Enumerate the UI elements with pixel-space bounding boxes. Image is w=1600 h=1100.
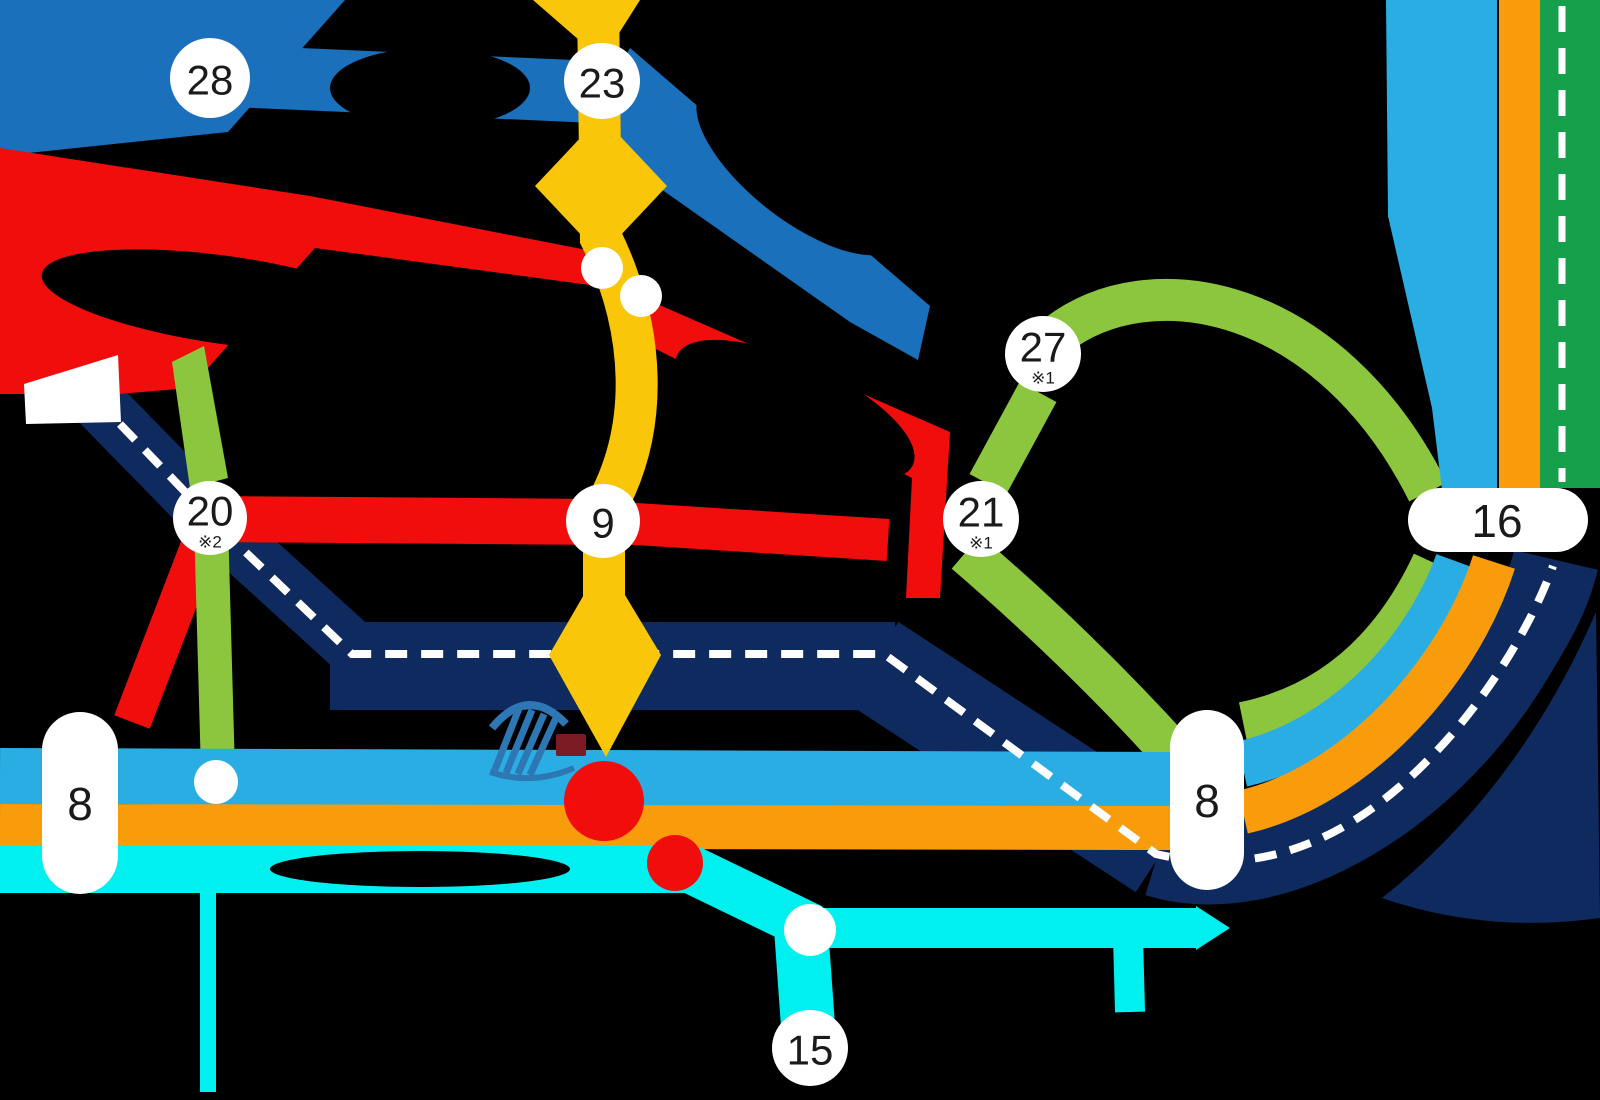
orange-top-band [1499, 0, 1540, 490]
yellow-diamond-upper [535, 116, 667, 256]
badge-23: 23 [564, 43, 640, 119]
green-arc-27-16 [1043, 278, 1447, 502]
badge-9: 9 [566, 484, 640, 558]
blue-segment-23-27 [580, 48, 930, 360]
light-blue-curve-8-16 [1236, 553, 1480, 787]
sail-arc [488, 701, 569, 731]
label-blob [270, 851, 570, 887]
badge-label: 23 [579, 60, 626, 107]
badge-label: 8 [67, 778, 93, 830]
green-leaf-above-20 [172, 346, 228, 488]
badge-circle [566, 484, 640, 558]
green-segment-20-dot [194, 521, 235, 773]
red-segment-20-9 [211, 496, 605, 545]
badge-15: 15 [772, 1010, 848, 1086]
sail-base [489, 765, 576, 782]
green-segment-27-21 [969, 381, 1057, 495]
transfer-dot [194, 760, 238, 804]
badge-circle [772, 1010, 848, 1086]
badge-circle [564, 43, 640, 119]
transfer-dot [620, 275, 662, 317]
badge-pill [42, 712, 118, 894]
orange-curve-8-16 [1237, 555, 1515, 834]
green-segment-21-8 [951, 535, 1191, 769]
label-carve-blobs [41, 48, 915, 887]
red-left-band [0, 148, 597, 394]
badge-note: ※2 [198, 533, 222, 552]
sail-stripe [502, 708, 536, 775]
badge-8-right: 8 [1170, 710, 1244, 890]
badge-28: 28 [170, 38, 250, 118]
sail-stripe [514, 712, 548, 776]
cyan-arrow-tip [1196, 906, 1230, 950]
sail-stripe [490, 704, 524, 774]
badge-pill [1408, 488, 1588, 552]
badge-pill [1170, 710, 1244, 890]
badge-label: 21 [958, 489, 1005, 536]
badge-label: 20 [187, 488, 234, 535]
transfer-dot [784, 904, 836, 956]
badge-label: 16 [1471, 495, 1522, 547]
dark-green-segment [1540, 0, 1600, 488]
label-blob [675, 339, 915, 481]
red-segment-9-east [602, 501, 890, 561]
badge-circle [1005, 316, 1081, 392]
light-blue-top-band [1386, 0, 1497, 490]
cyan-tail-south [1113, 935, 1145, 1013]
badge-8-left: 8 [42, 712, 118, 894]
transfer-dot [581, 247, 623, 289]
label-blob [330, 48, 530, 128]
badge-label: 8 [1194, 775, 1220, 827]
venue-marker-large [564, 761, 644, 841]
badge-label: 28 [187, 57, 234, 104]
badge-label: 27 [1020, 324, 1067, 371]
badge-note: ※1 [969, 534, 993, 553]
badge-note: ※1 [1031, 369, 1055, 388]
yellow-diamond-lower [549, 560, 661, 757]
badge-circle [170, 38, 250, 118]
green-curve-16-8 [1238, 553, 1451, 742]
badge-circle [943, 481, 1019, 557]
venue-marker-small [647, 835, 703, 891]
dark-green-line [1540, 0, 1600, 488]
badge-label: 9 [591, 500, 614, 547]
badge-20: 20 ※2 [173, 481, 247, 555]
badge-16: 16 [1408, 488, 1588, 552]
badge-label: 15 [787, 1027, 834, 1074]
yellow-top-flare [533, 0, 640, 60]
sail-red-block [556, 734, 586, 756]
sail-building-icon [488, 701, 586, 782]
sail-stripe [526, 716, 560, 777]
light-green-line [172, 278, 1451, 773]
label-blob [41, 249, 409, 351]
badge-27: 27 ※1 [1005, 316, 1081, 392]
white-arrow [24, 355, 121, 424]
badge-21: 21 ※1 [943, 481, 1019, 557]
navy-line-bulge [1382, 612, 1600, 923]
label-blob [696, 80, 904, 256]
badge-circle [173, 481, 247, 555]
